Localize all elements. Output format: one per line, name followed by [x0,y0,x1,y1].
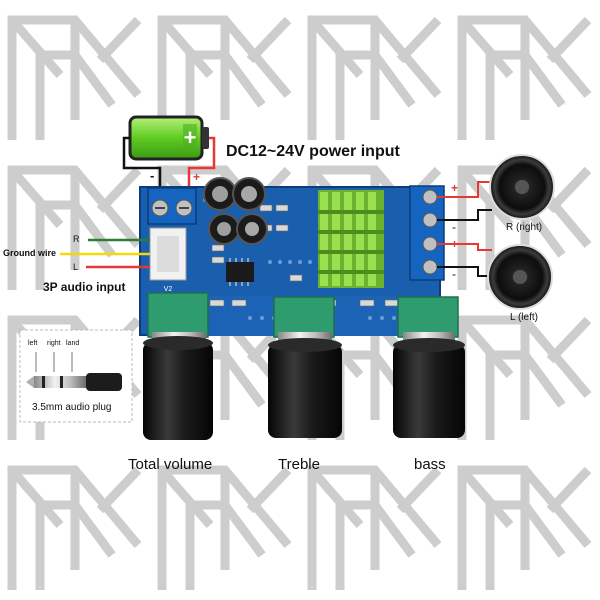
speaker-wires [437,181,492,277]
plug-caption: 3.5mm audio plug [32,402,112,413]
battery-icon: + [128,115,209,161]
speaker-icon [487,154,555,310]
audio-input-label: 3P audio input [43,280,126,294]
speaker-right-label: R (right) [506,222,543,233]
heatsink-icon [318,190,384,288]
knob-volume-label: Total volume [128,456,213,473]
speaker-terminals [409,185,445,281]
plug-left-label: left [28,340,38,347]
ground-wire-label: Ground wire [3,248,57,258]
silkscreen-v2: V2 [164,286,173,293]
knob-treble-label: Treble [278,456,320,473]
svg-text:+: + [184,125,197,150]
wire-l-label: L [73,262,79,272]
speaker-left-label: L (left) [510,312,538,323]
power-plus-sign: + [193,170,200,184]
knob-bass-label: bass [414,456,446,473]
power-terminal [147,187,197,225]
plug-land-label: land [66,340,80,347]
audio-input-wires [60,238,150,269]
power-minus-sign: - [150,168,154,183]
spk-r-plus: + [451,181,458,195]
power-input-label: DC12~24V power input [226,143,400,160]
spk-r-minus: - [452,220,456,234]
wire-r-label: R [73,234,80,244]
spk-l-plus: + [451,237,458,251]
capacitors [203,177,268,245]
audio-plug-icon [19,329,133,423]
potentiometers [147,292,459,338]
battery-wires [122,136,216,190]
knob-icon [143,332,465,440]
plug-right-label: right [47,340,61,347]
spk-l-minus: - [452,267,456,281]
